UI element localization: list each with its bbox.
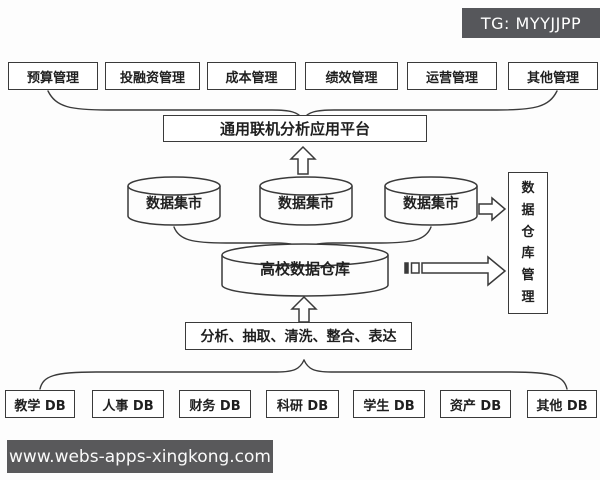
- module-box-cost: 成本管理: [207, 62, 296, 90]
- brace-modules-left: [47, 90, 304, 120]
- mgmt-char: 数: [521, 181, 535, 197]
- mgmt-char: 据: [521, 202, 535, 218]
- warehouse-mgmt-box: 数 据 仓 库 管 理: [508, 172, 548, 314]
- etl-process-box: 分析、抽取、清洗、整合、表达: [185, 322, 412, 350]
- db-box-assets: 资产 DB: [440, 390, 511, 418]
- module-box-other: 其他管理: [508, 62, 598, 90]
- module-box-operations: 运营管理: [407, 62, 497, 90]
- module-box-budget: 预算管理: [8, 62, 98, 90]
- data-mart-cylinder-3: [384, 176, 478, 226]
- warehouse-label: 高校数据仓库: [259, 259, 350, 278]
- module-box-financing: 投融资管理: [105, 62, 200, 90]
- olap-platform-box: 通用联机分析应用平台: [163, 115, 427, 142]
- db-box-teaching: 教学 DB: [5, 390, 75, 418]
- db-box-hr: 人事 DB: [92, 390, 164, 418]
- data-mart-cylinder-1: [127, 176, 221, 226]
- db-box-finance: 财务 DB: [179, 390, 251, 418]
- db-box-research: 科研 DB: [266, 390, 339, 418]
- data-mart-label-2: 数据集市: [278, 196, 334, 212]
- brace-dbs-right: [303, 359, 568, 390]
- data-mart-label-1: 数据集市: [146, 196, 202, 212]
- right-arrow-mart-icon: [478, 196, 507, 222]
- mgmt-char: 库: [521, 246, 535, 262]
- arrow-tick-icon: [404, 262, 409, 274]
- warehouse-cylinder: [221, 243, 389, 297]
- db-box-other: 其他 DB: [527, 390, 597, 418]
- data-mart-label-3: 数据集市: [403, 196, 459, 212]
- right-arrow-warehouse-icon: [421, 255, 507, 287]
- brace-modules-right: [302, 90, 558, 120]
- mgmt-char: 管: [521, 267, 535, 283]
- mgmt-char: 理: [521, 289, 535, 305]
- up-arrow-platform-icon: [289, 145, 317, 175]
- site-watermark: www.webs-apps-xingkong.com: [7, 440, 273, 473]
- up-arrow-warehouse-icon: [290, 295, 318, 323]
- arrow-block-icon: [410, 262, 420, 274]
- data-mart-cylinder-2: [259, 176, 353, 226]
- db-box-student: 学生 DB: [353, 390, 425, 418]
- brace-dbs-left: [39, 359, 305, 390]
- mgmt-char: 仓: [521, 224, 535, 240]
- tg-badge: TG: MYYJJPP: [462, 8, 600, 38]
- module-box-performance: 绩效管理: [305, 62, 398, 90]
